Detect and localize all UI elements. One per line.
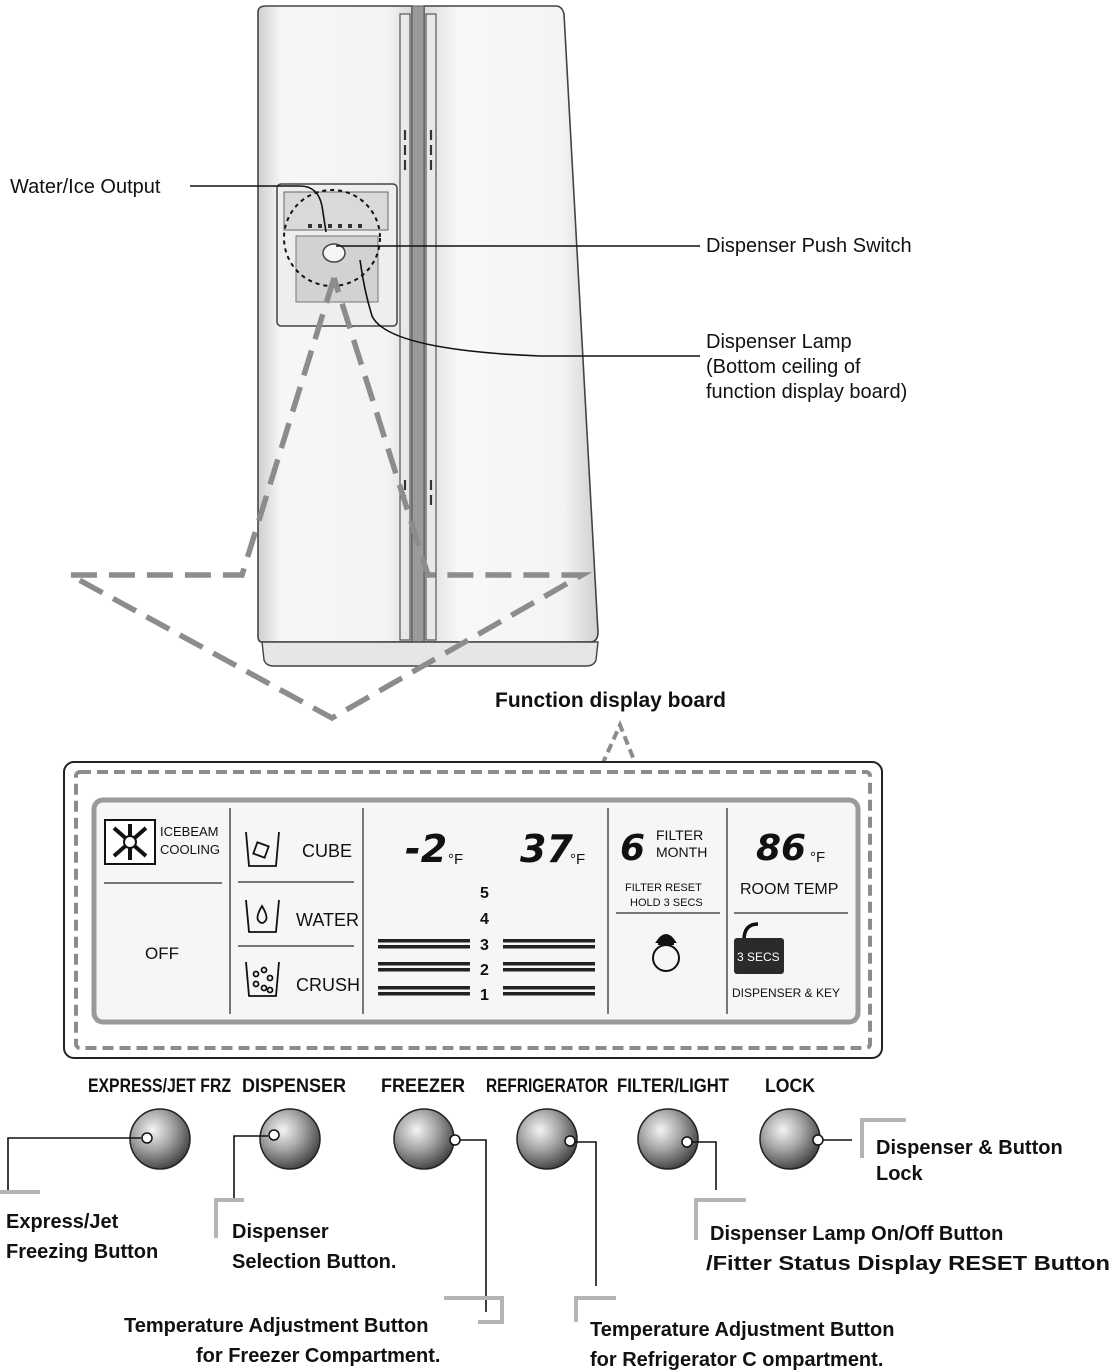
desc-refrigerator-line2: for Refrigerator C ompartment. <box>590 1349 883 1371</box>
callout-water-ice-output: Water/Ice Output <box>10 176 161 198</box>
desc-filter-light-line1: Dispenser Lamp On/Off Button <box>710 1223 1003 1245</box>
desc-express-line2: Freezing Button <box>6 1241 158 1263</box>
desc-freezer-line1: Temperature Adjustment Button <box>124 1315 428 1337</box>
button-label-lock: LOCK <box>765 1076 815 1097</box>
refrigerator-button[interactable] <box>516 1108 578 1170</box>
cube-icon <box>245 831 280 867</box>
callout-dispenser-push-switch: Dispenser Push Switch <box>706 235 912 257</box>
express-jet-frz-button[interactable] <box>129 1108 191 1170</box>
function-display-board: ICEBEAM COOLING OFF CUBE WATER CRUSH -2 … <box>63 761 883 1059</box>
desc-filter-light-line2: /Fitter Status Display RESET Button <box>706 1253 1110 1275</box>
light-bulb-icon <box>652 934 680 972</box>
level-3: 3 <box>480 937 489 954</box>
crush-label: CRUSH <box>296 975 360 995</box>
month-label: MONTH <box>656 844 707 860</box>
board-dashed-border <box>74 770 872 1050</box>
fridge-level-bars <box>503 939 595 996</box>
desc-express-line1: Express/Jet <box>6 1211 119 1233</box>
callout-dispenser-lamp: Dispenser Lamp <box>706 331 852 353</box>
icebeam-label-line2: COOLING <box>160 842 220 857</box>
fridge-right-door <box>423 5 599 643</box>
right-handle <box>425 13 437 641</box>
dispenser-push-switch <box>322 243 346 263</box>
freezer-temp-unit: °F <box>448 851 463 868</box>
icebeam-label-line1: ICEBEAM <box>160 824 219 839</box>
freezer-temp-value: -2 <box>405 827 447 871</box>
fridge-temp-value: 37 <box>520 827 573 871</box>
button-label-refrigerator: REFRIGERATOR <box>486 1076 608 1097</box>
level-4: 4 <box>480 911 489 928</box>
desc-refrigerator-line1: Temperature Adjustment Button <box>590 1319 894 1341</box>
button-label-express: EXPRESS/JET FRZ <box>88 1076 231 1097</box>
room-temp-unit: °F <box>810 849 825 866</box>
lock-icon <box>734 922 784 974</box>
desc-freezer-line2: for Freezer Compartment. <box>196 1345 441 1367</box>
crush-icon <box>245 961 280 997</box>
level-1: 1 <box>480 987 489 1004</box>
button-label-filter-light: FILTER/LIGHT <box>617 1076 729 1097</box>
button-label-dispenser: DISPENSER <box>242 1076 346 1097</box>
fridge-base <box>261 641 599 667</box>
filter-light-button[interactable] <box>637 1108 699 1170</box>
desc-dispenser-line2: Selection Button. <box>232 1251 396 1273</box>
lock-dispenser-key-label: DISPENSER & KEY <box>732 986 840 1000</box>
level-2: 2 <box>480 962 489 979</box>
board-display-area <box>91 797 861 1025</box>
button-leader-lines <box>7 1135 852 1312</box>
lock-button[interactable] <box>759 1108 824 1170</box>
left-handle <box>399 13 411 641</box>
callout-brackets <box>0 1118 906 1324</box>
filter-reset-hold-label: HOLD 3 SECS <box>630 897 703 909</box>
level-5: 5 <box>480 885 489 902</box>
freezer-button[interactable] <box>393 1108 461 1170</box>
board-pointer-caret <box>600 719 638 766</box>
dispenser-button[interactable] <box>259 1108 321 1170</box>
water-icon <box>245 899 280 933</box>
filter-label: FILTER <box>656 827 703 843</box>
freezer-level-bars <box>378 939 470 996</box>
desc-dispenser-line1: Dispenser <box>232 1221 329 1243</box>
refrigerator-illustration <box>257 5 599 667</box>
water-label: WATER <box>296 910 359 930</box>
cube-label: CUBE <box>302 841 352 861</box>
desc-lock-line2: Lock <box>876 1163 924 1185</box>
room-temp-value: 86 <box>756 828 806 869</box>
perspective-lines <box>68 277 593 722</box>
desc-lock-line1: Dispenser & Button <box>876 1137 1063 1159</box>
filter-reset-label: FILTER RESET <box>625 882 702 894</box>
callout-dispenser-lamp-detail-1: (Bottom ceiling of <box>706 356 861 378</box>
fridge-center-gap <box>411 5 425 643</box>
lock-3secs-label: 3 SECS <box>737 950 780 964</box>
callout-dispenser-lamp-detail-2: function display board) <box>706 381 907 403</box>
filter-month-value: 6 <box>620 828 645 869</box>
icebeam-off-label: OFF <box>145 944 179 963</box>
function-display-board-title: Function display board <box>495 689 726 712</box>
button-label-freezer: FREEZER <box>381 1076 465 1097</box>
fridge-temp-unit: °F <box>570 851 585 868</box>
icebeam-icon <box>104 819 156 865</box>
room-temp-label: ROOM TEMP <box>740 881 838 898</box>
dispenser-display <box>283 191 389 231</box>
callout-lines <box>190 185 700 357</box>
